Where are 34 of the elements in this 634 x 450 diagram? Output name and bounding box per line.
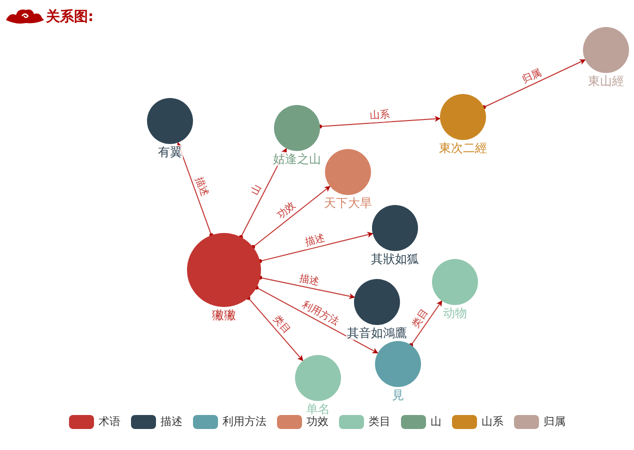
edge-label: 山系 — [368, 108, 391, 122]
arrow — [482, 59, 586, 110]
legend-label: 术语 — [98, 414, 120, 429]
title: 关系图: — [46, 8, 94, 26]
arrow — [254, 286, 378, 354]
legend-label: 归属 — [544, 414, 566, 429]
arrow — [258, 276, 356, 300]
node-label: 动物 — [442, 306, 468, 320]
node-label: 其狀如狐 — [370, 252, 420, 266]
edge-label: 描述 — [192, 174, 211, 199]
node-label: 東次二經 — [438, 141, 488, 155]
node-label: 獙獙 — [211, 308, 237, 322]
edge-label: 描述 — [296, 272, 321, 289]
arrow — [251, 186, 330, 250]
arrow — [246, 296, 304, 362]
legend-label: 类目 — [368, 414, 390, 429]
node-label: 其音如鴻鷹 — [346, 326, 408, 340]
node-label: 見 — [391, 388, 405, 402]
node-label: 姑逢之山 — [272, 152, 322, 166]
node-label: 天下大旱 — [323, 196, 373, 210]
node-label: 有翼 — [157, 145, 183, 159]
arrow — [258, 232, 374, 264]
node-label: 東山經 — [587, 74, 625, 88]
legend-label: 山系 — [482, 414, 504, 429]
arrow — [409, 300, 442, 348]
legend-label: 功效 — [306, 414, 328, 429]
edge-label: 类目 — [410, 306, 432, 332]
legend-label: 利用方法 — [222, 414, 266, 429]
legend-label: 描述 — [160, 414, 182, 429]
node-label: 单名 — [305, 402, 331, 416]
arrow — [176, 142, 214, 238]
edge-label: 描述 — [302, 232, 327, 249]
arrow — [318, 116, 441, 128]
legend-label: 山 — [430, 414, 442, 429]
